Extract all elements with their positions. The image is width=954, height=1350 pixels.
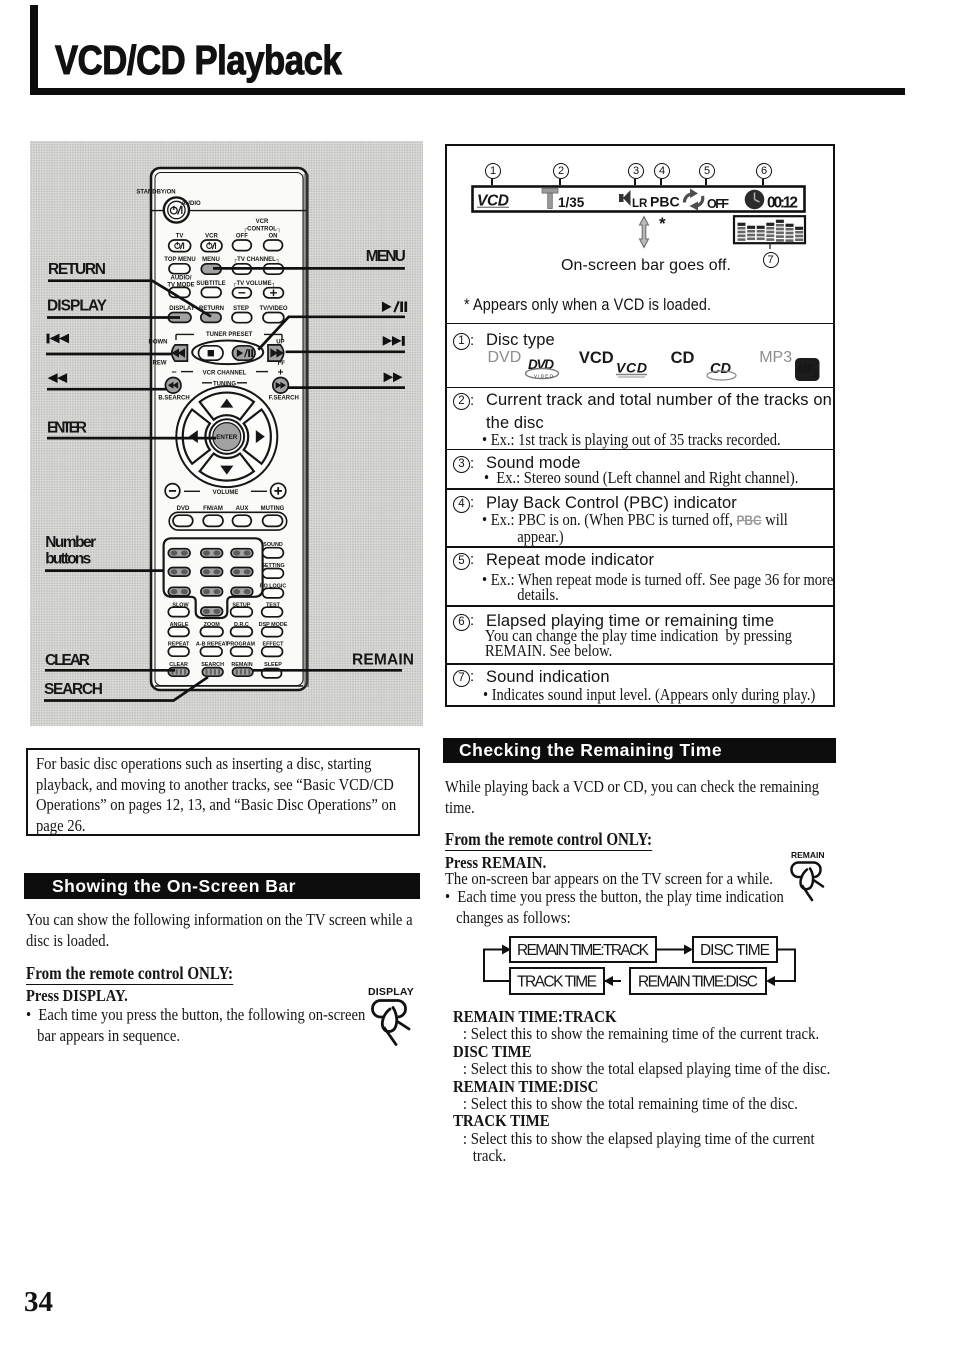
svg-text:REW: REW	[153, 360, 167, 366]
svg-text:RO LOGIC: RO LOGIC	[260, 584, 287, 590]
svg-text:TV MODE: TV MODE	[167, 282, 194, 288]
svg-text:D.R.C: D.R.C	[234, 622, 249, 628]
svg-text:TV: TV	[176, 234, 184, 240]
svg-text:00:12: 00:12	[767, 194, 798, 211]
svg-text:TRACK TIME: TRACK TIME	[517, 974, 597, 991]
svg-text:+: +	[278, 368, 284, 379]
svg-text:SUBTITLE: SUBTITLE	[196, 281, 225, 287]
svg-text:VOLUME: VOLUME	[213, 490, 239, 496]
svg-text:┌TV VOLUME┐: ┌TV VOLUME┐	[232, 281, 276, 287]
svg-text:PBC: PBC	[650, 193, 680, 209]
svg-text:CLEAR: CLEAR	[45, 652, 90, 669]
svg-text:CD: CD	[710, 361, 731, 377]
svg-text:AUDIO: AUDIO	[181, 201, 201, 207]
svg-text:REMAIN: REMAIN	[352, 652, 414, 669]
svg-text:TOP MENU: TOP MENU	[164, 257, 195, 263]
svg-text:ZOOM: ZOOM	[204, 622, 221, 628]
svg-text:F.SEARCH: F.SEARCH	[269, 395, 299, 401]
svg-text:DSP MODE: DSP MODE	[259, 622, 288, 628]
svg-text:MENU: MENU	[202, 257, 220, 263]
svg-text:ENTER: ENTER	[47, 420, 87, 437]
svg-text:B.SEARCH: B.SEARCH	[158, 395, 189, 401]
svg-text:ON: ON	[269, 234, 278, 240]
svg-text:EFFECT: EFFECT	[263, 642, 285, 648]
svg-text:ANGLE: ANGLE	[170, 622, 189, 628]
svg-text:DISPLAY: DISPLAY	[47, 297, 108, 314]
svg-text:−: −	[171, 367, 176, 377]
svg-text:OFF: OFF	[707, 197, 729, 211]
svg-text:DISC TIME: DISC TIME	[700, 942, 770, 959]
svg-text:LR: LR	[632, 197, 648, 209]
svg-text:MENU: MENU	[366, 248, 406, 265]
svg-text:CLEAR: CLEAR	[169, 662, 188, 668]
svg-text:SLOW: SLOW	[172, 602, 189, 608]
svg-text:FF: FF	[278, 361, 286, 367]
svg-text:FM/AM: FM/AM	[203, 506, 223, 512]
svg-text:SOUND: SOUND	[263, 542, 283, 548]
svg-text:SETTING: SETTING	[261, 563, 284, 569]
svg-text:REMAIN: REMAIN	[231, 662, 252, 668]
svg-text:MUTING: MUTING	[261, 506, 285, 512]
svg-text:VCR: VCR	[205, 234, 218, 240]
svg-text:UP: UP	[276, 340, 284, 346]
svg-text:RETURN: RETURN	[199, 306, 224, 312]
svg-text:SETUP: SETUP	[232, 602, 250, 608]
svg-text:DISPLAY: DISPLAY	[169, 306, 194, 312]
svg-text:STEP: STEP	[233, 306, 249, 312]
svg-text:VCD: VCD	[477, 192, 509, 209]
svg-text:DVD: DVD	[177, 506, 190, 512]
svg-text:SEARCH: SEARCH	[44, 681, 103, 698]
svg-text:OFF: OFF	[236, 234, 248, 240]
svg-text:VCR CHANNEL: VCR CHANNEL	[203, 371, 247, 377]
svg-text:AUDIO/: AUDIO/	[171, 275, 192, 281]
svg-text:A-B REPEAT: A-B REPEAT	[196, 642, 229, 648]
svg-text:TUNER PRESET: TUNER PRESET	[206, 332, 253, 338]
svg-text:TUNING: TUNING	[213, 382, 236, 388]
svg-text:DOWN: DOWN	[149, 339, 168, 345]
svg-text:┌TV CHANNEL┐: ┌TV CHANNEL┐	[233, 257, 280, 263]
svg-text:┌CONTROL┐: ┌CONTROL┐	[243, 227, 281, 233]
svg-text:1/35: 1/35	[558, 194, 585, 209]
svg-text:RETURN: RETURN	[48, 261, 106, 278]
svg-text:Number: Number	[45, 534, 96, 551]
svg-text:MP: MP	[797, 364, 814, 376]
svg-text:TEST: TEST	[266, 603, 280, 609]
svg-text:SLEEP: SLEEP	[264, 662, 282, 668]
svg-text:buttons: buttons	[45, 551, 91, 568]
svg-text:REMAIN TIME:TRACK: REMAIN TIME:TRACK	[517, 942, 650, 959]
svg-text:REMAIN TIME:DISC: REMAIN TIME:DISC	[638, 974, 758, 991]
svg-text:SEARCH: SEARCH	[201, 662, 224, 668]
svg-text:AUX: AUX	[236, 506, 249, 512]
svg-text:STANDBY/ON: STANDBY/ON	[136, 190, 175, 196]
svg-text:VCR: VCR	[256, 219, 269, 225]
svg-text:ENTER: ENTER	[216, 434, 238, 441]
svg-text:PROGRAM: PROGRAM	[227, 642, 256, 648]
svg-text:VCD: VCD	[616, 360, 647, 376]
svg-text:*: *	[659, 214, 666, 233]
svg-text:V I D E O: V I D E O	[534, 374, 554, 379]
svg-text:REPEAT: REPEAT	[168, 642, 190, 648]
svg-text:TV/VIDEO: TV/VIDEO	[259, 306, 287, 312]
svg-text:3: 3	[812, 370, 818, 381]
